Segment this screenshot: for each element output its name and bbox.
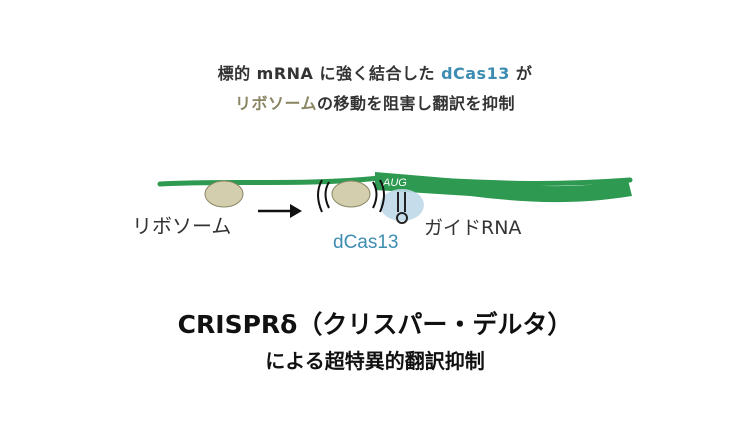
guide-rna-label: ガイドRNA — [424, 217, 521, 239]
arrow-head — [290, 204, 302, 218]
aug-label: AUG — [382, 177, 407, 189]
dcas13-protein — [380, 189, 424, 221]
subtitle: による超特異的翻訳抑制 — [265, 349, 485, 373]
ribosome-left — [204, 180, 244, 208]
aug-region — [375, 172, 632, 203]
guide-rna-hairpin — [397, 192, 406, 212]
vibration-mark-right-outer — [379, 179, 385, 213]
caption-line-1: 標的 mRNA に強く結合した dCas13 が — [0, 60, 750, 84]
dcas13-label: dCas13 — [333, 232, 399, 253]
caption-line-2: リボソームの移動を阻害し翻訳を抑制 — [0, 90, 750, 114]
caption-text: の移動を阻害し翻訳を抑制 — [317, 94, 516, 113]
guide-rna-loop — [396, 212, 408, 224]
crispr-delta-diagram: AUG リボソーム dCas13 ガイドRNA — [132, 172, 633, 253]
caption-dcas13: dCas13 — [441, 64, 510, 83]
caption-ribosome: リボソーム — [234, 94, 317, 113]
caption-text: が — [509, 64, 533, 83]
vibration-mark-right-inner — [372, 181, 378, 209]
main-title: CRISPRδ（クリスパー・デルタ） — [177, 310, 573, 339]
vibration-mark-left-inner — [324, 181, 330, 209]
ribosome-label: リボソーム — [132, 214, 231, 238]
ribosome-right — [331, 180, 371, 208]
vibration-mark-left-outer — [317, 179, 323, 213]
caption-text: 標的 mRNA に強く結合した — [217, 64, 442, 83]
